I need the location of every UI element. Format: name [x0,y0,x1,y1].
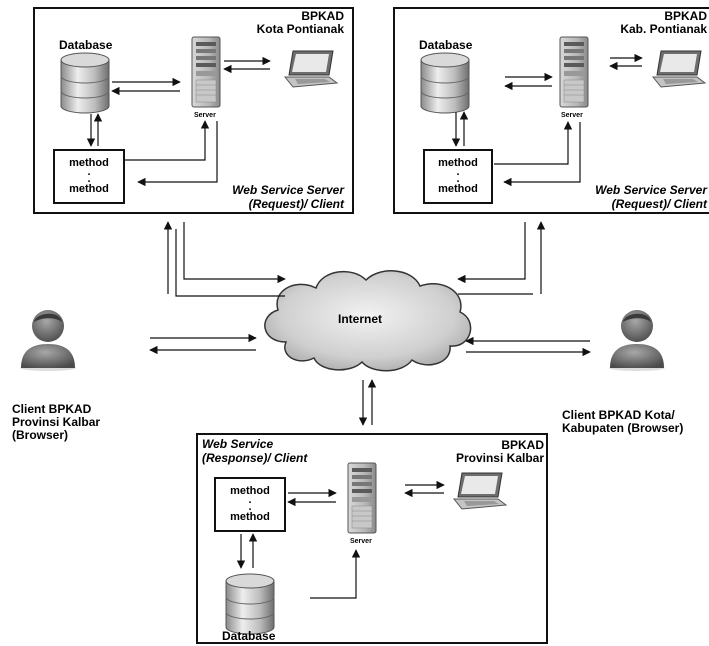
top-left-org-line1: BPKAD [301,9,344,23]
bottom-method-top: method [230,485,270,497]
top-left-method-dot1: . [87,166,91,178]
top-left-method-box: method . . method [53,149,125,204]
internet-cloud [264,270,472,372]
top-right-method-dot2: . [456,173,460,185]
top-right-org-title: BPKAD Kab. Pontianak [547,10,707,36]
top-right-database-label: Database [419,38,473,52]
bottom-org-line2: Provinsi Kalbar [455,451,544,465]
bottom-ws-caption: Web Service (Response)/ Client [202,437,307,465]
tr-server-to-method-arrow [503,122,581,187]
tl-server-to-method-arrow [137,121,218,187]
top-left-method-bottom: method [69,183,109,195]
top-left-method-dot2: . [87,173,91,185]
tl-to-internet-arrow [183,222,286,284]
bottom-org-line1: BPKAD [501,438,544,452]
bottom-ws-line2: (Response)/ Client [202,451,308,465]
bottom-org-title: BPKAD Provinsi Kalbar [384,439,544,465]
bottom-database-label: Database [222,629,276,643]
top-right-server-label: Server [561,112,583,119]
client-right-caption: Client BPKAD Kota/ Kabupaten (Browser) [562,409,683,435]
top-left-ws-caption: Web Service Server (Request)/ Client [144,183,344,211]
client-left-caption: Client BPKAD Provinsi Kalbar (Browser) [12,403,100,442]
top-left-node-box: BPKAD Kota Pontianak Database Server met… [33,7,354,214]
bottom-ws-line1: Web Service [202,437,274,451]
top-left-server-label: Server [194,112,216,119]
top-left-database-label: Database [59,38,113,52]
top-right-method-bottom: method [438,183,478,195]
top-right-method-box: method . . method [423,149,493,204]
top-right-ws-caption: Web Service Server (Request)/ Client [507,183,707,211]
bottom-method-box: method . . method [214,477,286,532]
top-right-org-line2: Kab. Pontianak [620,22,707,36]
top-right-org-line1: BPKAD [664,9,707,23]
top-right-ws-line1: Web Service Server [595,183,707,197]
client-left-line2: Provinsi Kalbar [12,415,101,429]
top-left-ws-line2: (Request)/ Client [248,197,344,211]
top-left-org-title: BPKAD Kota Pontianak [184,10,344,36]
top-right-ws-line2: (Request)/ Client [611,197,707,211]
tr-to-internet-arrow [457,222,526,284]
client-left-line1: Client BPKAD [12,402,92,416]
top-left-method-top: method [69,157,109,169]
top-left-org-line2: Kota Pontianak [256,22,344,36]
tr-method-to-server-arrow [494,121,573,165]
client-right-line2: Kabupaten (Browser) [562,421,684,435]
client-left-line3: (Browser) [12,428,69,442]
internet-label: Internet [338,312,383,326]
bottom-method-dot1: . [248,494,252,506]
bottom-method-dot2: . [248,501,252,513]
client-right-line1: Client BPKAD Kota/ [562,408,675,422]
b-db-to-server-arrow [310,549,361,599]
top-right-node-box: BPKAD Kab. Pontianak Database Server met… [393,7,709,214]
top-right-method-top: method [438,157,478,169]
internet-to-tl-lower-arrow [175,229,285,297]
bottom-server-label: Server [350,538,372,545]
tl-method-to-server-arrow [124,120,210,161]
top-left-ws-line1: Web Service Server [232,183,344,197]
top-right-method-dot1: . [456,166,460,178]
bottom-method-bottom: method [230,511,270,523]
